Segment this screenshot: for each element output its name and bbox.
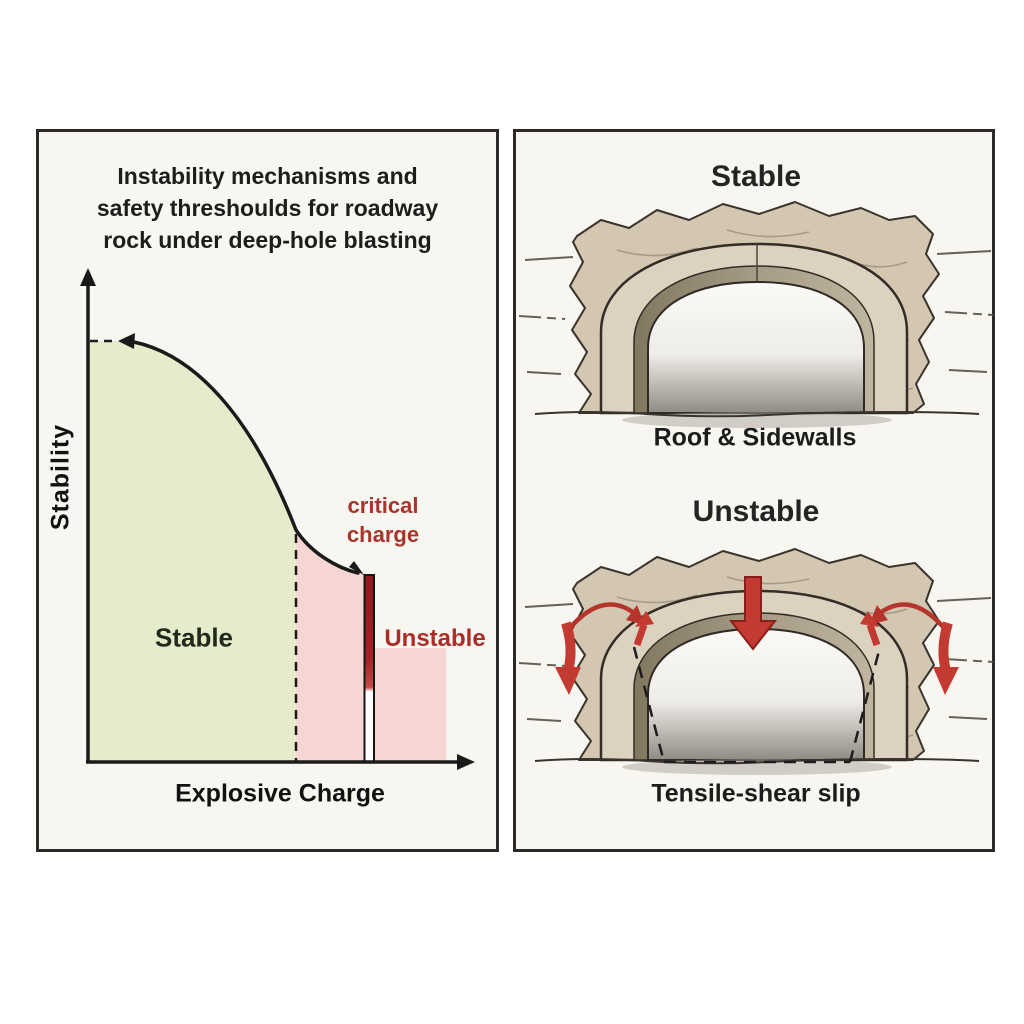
unstable-tunnel-caption: Tensile-shear slip (651, 779, 861, 808)
stable-tunnel-caption: Roof & Sidewalls (653, 423, 857, 452)
y-axis-arrowhead (80, 268, 96, 286)
slip-surface-dashed-lines (632, 646, 882, 764)
critical-charge-line1: critical (347, 493, 419, 518)
chart-title-line1: Instability mechanisms and (117, 163, 418, 189)
unstable-tunnel-title: Unstable (692, 495, 820, 528)
y-axis-label: Stability (46, 423, 75, 531)
x-axis-arrowhead (457, 754, 475, 770)
stable-tunnel-title: Stable (710, 160, 802, 193)
critical-charge-bar (363, 574, 375, 763)
stability-curve (132, 340, 360, 575)
critical-charge-label: critical charge (347, 491, 419, 549)
stable-region-area (88, 341, 296, 762)
panel-tunnel-illustrations: Stable Roof & Sidewalls Unstable Tensile… (513, 129, 996, 852)
x-axis-label: Explosive Charge (175, 779, 385, 808)
chart-title-line3: rock under deep-hole blasting (103, 227, 432, 253)
critical-charge-line2: charge (346, 522, 420, 547)
panel-stability-chart: Instability mechanisms and safety thresh… (36, 129, 499, 852)
unstable-region-area-left (296, 530, 364, 762)
roof-load-arrow (728, 576, 778, 651)
curve-start-arrowhead (118, 333, 135, 349)
stability-chart-canvas (80, 268, 475, 770)
unstable-region-label: Unstable (384, 625, 486, 652)
chart-title: Instability mechanisms and safety thresh… (39, 160, 496, 256)
tunnel-illustration-canvas (517, 200, 996, 777)
chart-title-line2: safety threshoulds for roadway (96, 195, 439, 221)
unstable-tunnel-illustration (517, 547, 996, 777)
stable-region-label: Stable (154, 622, 234, 653)
stable-tunnel-illustration (517, 200, 996, 430)
curve-end-arrowhead (349, 561, 364, 575)
unstable-region-area-right (374, 648, 446, 762)
